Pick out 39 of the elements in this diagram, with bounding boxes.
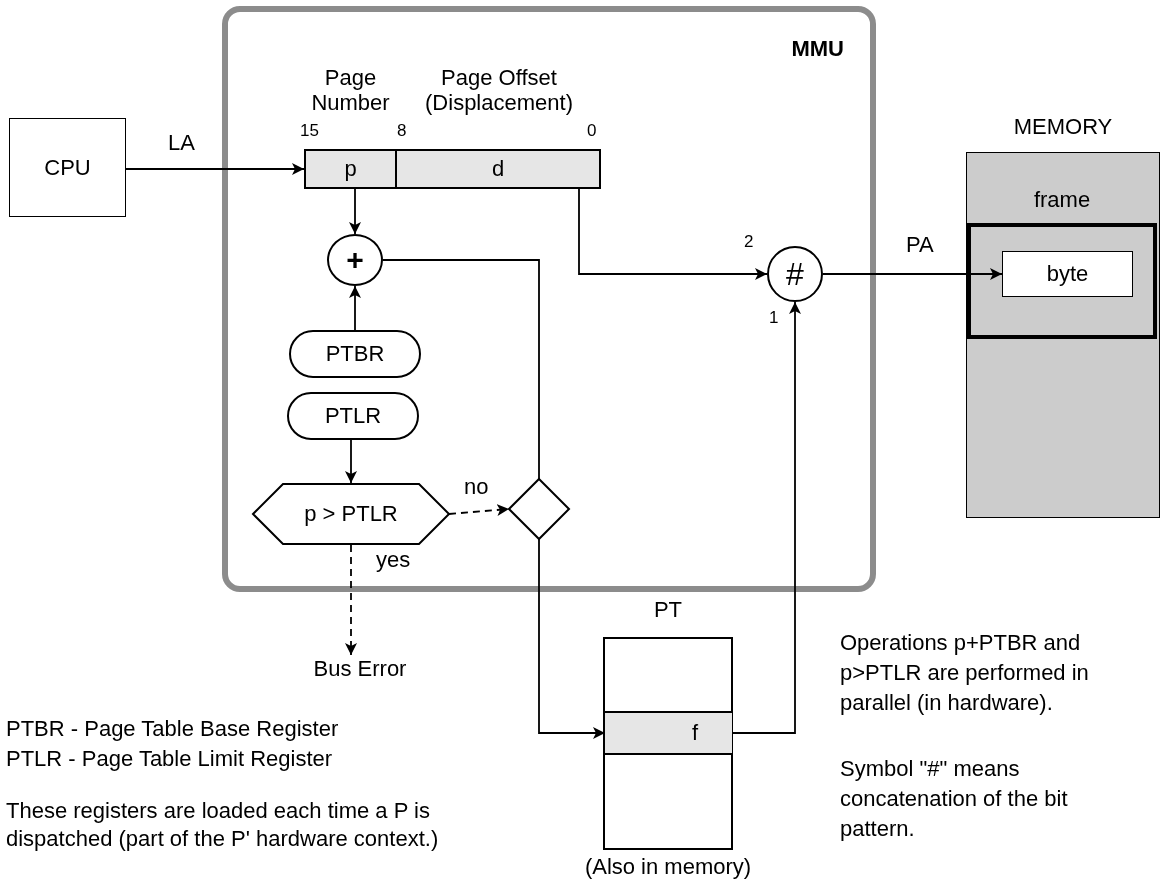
node-label: + bbox=[346, 242, 364, 278]
heading-label: Page Number bbox=[310, 65, 391, 116]
arrow bbox=[349, 285, 361, 331]
bus-error-text: Bus Error bbox=[313, 656, 407, 682]
arrow bbox=[125, 163, 305, 175]
bit-number: 1 bbox=[769, 309, 779, 328]
node-label: PTLR bbox=[324, 403, 382, 429]
heading-label: PT bbox=[653, 597, 683, 623]
node-label: p > PTLR bbox=[304, 501, 398, 527]
node-label: # bbox=[786, 255, 804, 293]
bit-number: 2 bbox=[744, 233, 754, 252]
connector-line bbox=[382, 259, 540, 480]
note-text: Symbol "#" means concatenation of the bit pattern. bbox=[840, 755, 1069, 843]
arrow bbox=[822, 268, 1003, 280]
node-label: d bbox=[491, 156, 505, 182]
dashed-arrow bbox=[345, 544, 357, 656]
node-label: f bbox=[691, 720, 698, 746]
arrow bbox=[349, 188, 361, 235]
node-caption: (Also in memory) bbox=[584, 854, 752, 879]
bit-number: 15 bbox=[300, 122, 319, 141]
heading-label: frame bbox=[1033, 187, 1091, 213]
node-label: byte bbox=[1046, 261, 1089, 287]
arrow bbox=[578, 188, 768, 280]
unit-title: MMU bbox=[791, 36, 844, 62]
bit-number: 0 bbox=[587, 122, 597, 141]
arrow bbox=[731, 301, 801, 734]
node-label: PTBR bbox=[325, 341, 385, 367]
note-text: Operations p+PTBR and p>PTLR are performed in parallel (in hardware). bbox=[840, 629, 1090, 717]
arrow bbox=[345, 439, 357, 484]
node-label: CPU bbox=[44, 154, 91, 181]
arrow bbox=[538, 538, 606, 739]
node-label: p bbox=[344, 156, 357, 182]
heading-label: Page Offset (Displacement) bbox=[424, 65, 574, 116]
bit-number: 8 bbox=[397, 122, 407, 141]
legend-note: PTLR - Page Table Limit Register bbox=[6, 745, 334, 773]
heading-label: MEMORY bbox=[1013, 114, 1113, 140]
dashed-arrow bbox=[448, 504, 510, 516]
legend-note: PTBR - Page Table Base Register bbox=[6, 715, 340, 743]
note-text: These registers are loaded each time a P is dispatched (part of the P' hardware context.) bbox=[6, 797, 440, 853]
